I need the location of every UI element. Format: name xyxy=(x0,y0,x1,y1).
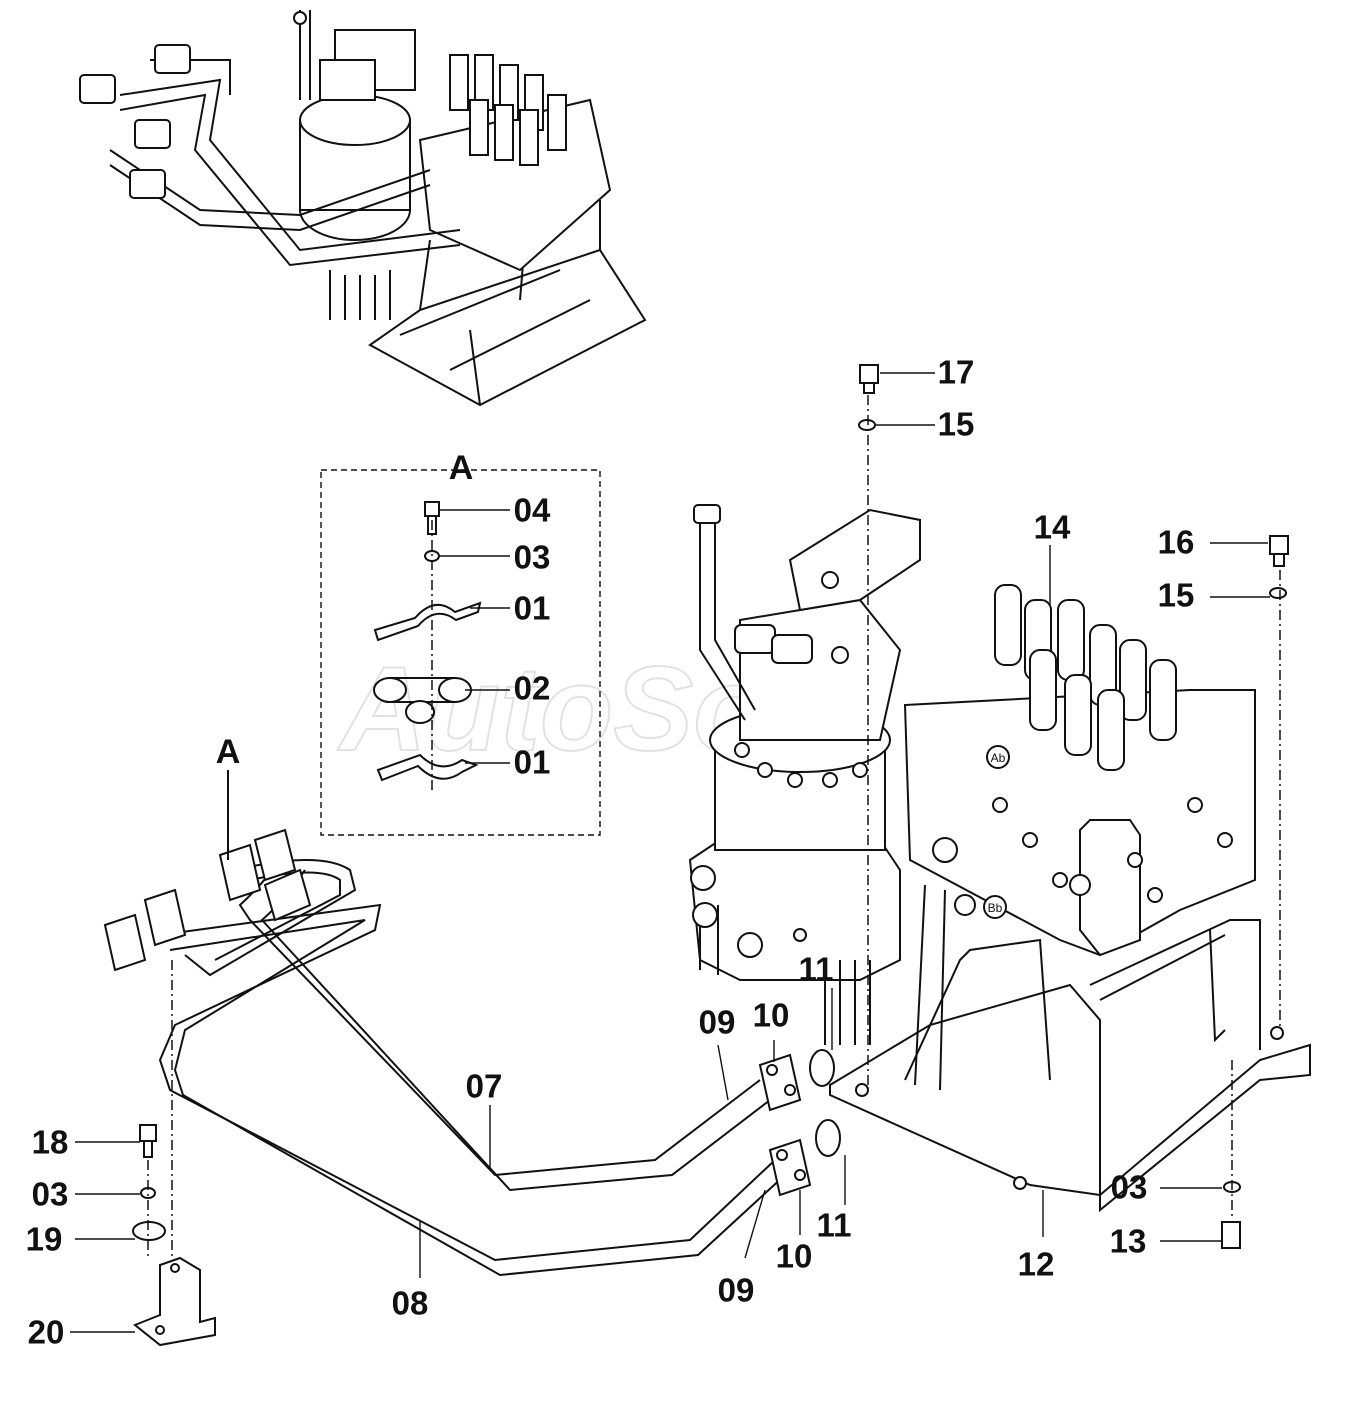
washer-15-right xyxy=(1269,587,1287,599)
nut-13 xyxy=(1221,1221,1241,1249)
callout-15: 15 xyxy=(938,406,975,443)
callout-labels: 17 15 14 16 15 11 10 09 07 18 03 19 20 0… xyxy=(26,354,1195,1351)
callout-08: 08 xyxy=(392,1285,429,1322)
bush-02 xyxy=(373,677,472,724)
callout-11: 11 xyxy=(799,951,834,988)
callout-20: 20 xyxy=(28,1314,65,1351)
swing-motor xyxy=(688,504,921,1045)
callout-18: 18 xyxy=(32,1124,69,1161)
bolt-17 xyxy=(859,364,879,394)
callout-04: 04 xyxy=(514,492,551,529)
bracket-20 xyxy=(133,1256,216,1347)
leader-lines xyxy=(70,372,1270,1333)
callout-01: 01 xyxy=(514,744,551,781)
detail-view-a: A 04 03 01 02 01 xyxy=(320,449,601,836)
port-ab-label: Ab xyxy=(991,751,1006,765)
detail-title: A xyxy=(449,449,474,487)
stand-12 xyxy=(829,884,1311,1213)
control-valve-14: Ab Bb xyxy=(903,584,1256,957)
callout-10: 10 xyxy=(753,997,790,1034)
pipe-clamps xyxy=(103,828,312,972)
callout-02: 02 xyxy=(514,670,551,707)
main-assembly: Ab Bb xyxy=(103,364,1311,1347)
detail-frame xyxy=(320,469,601,836)
callout-12: 12 xyxy=(1018,1246,1055,1283)
callout-09: 09 xyxy=(699,1004,736,1041)
bolt-16 xyxy=(1269,535,1289,567)
callout-03: 03 xyxy=(32,1176,69,1213)
flange-10-lower xyxy=(768,1138,812,1197)
callout-14: 14 xyxy=(1034,509,1071,546)
flange-10-upper xyxy=(758,1053,802,1112)
callout-09: 09 xyxy=(718,1272,755,1309)
callout-11: 11 xyxy=(817,1207,852,1244)
callout-15: 15 xyxy=(1158,577,1195,614)
callout-03: 03 xyxy=(1111,1169,1148,1206)
clamp-01-upper xyxy=(373,601,482,642)
o-ring-11-upper xyxy=(809,1049,835,1087)
port-bb-label: Bb xyxy=(988,901,1003,915)
callout-13: 13 xyxy=(1110,1223,1147,1260)
callout-17: 17 xyxy=(938,354,975,391)
overview-assembly xyxy=(79,10,647,407)
pipe-08 xyxy=(158,903,786,1277)
bolt-18 xyxy=(139,1124,157,1158)
callout-01: 01 xyxy=(514,590,551,627)
callout-10: 10 xyxy=(776,1238,813,1275)
washer-15-top xyxy=(858,419,876,431)
plate-19 xyxy=(132,1221,166,1241)
callout-03: 03 xyxy=(514,539,551,576)
callout-07: 07 xyxy=(466,1068,503,1105)
callout-16: 16 xyxy=(1158,524,1195,561)
clamp-01-lower xyxy=(376,753,479,782)
o-ring-11-lower xyxy=(815,1119,841,1157)
callout-19: 19 xyxy=(26,1221,63,1258)
view-a-marker: A xyxy=(216,733,241,771)
